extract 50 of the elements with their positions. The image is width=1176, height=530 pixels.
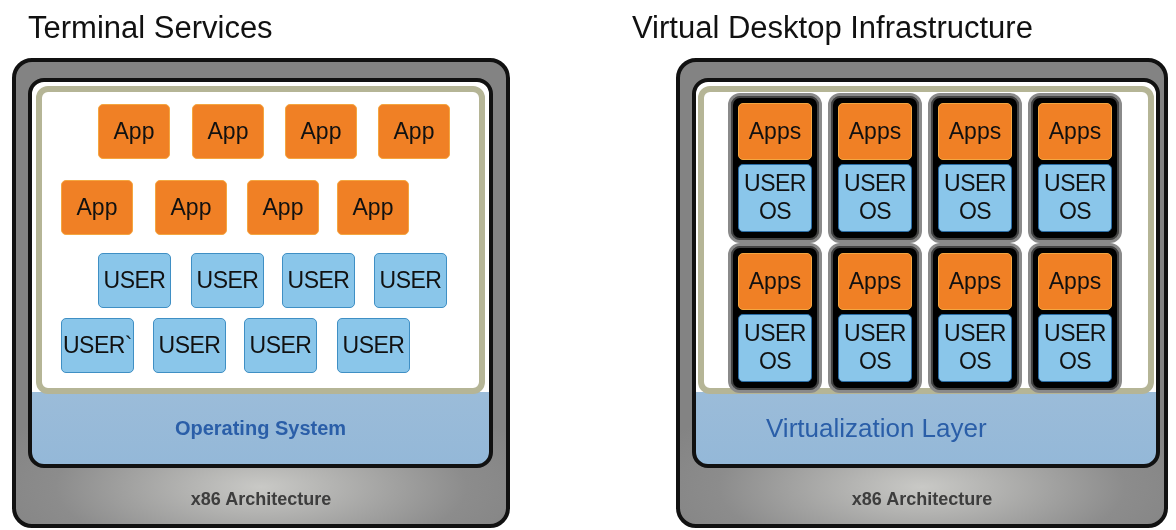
panel-title: Virtual Desktop Infrastructure bbox=[632, 10, 1033, 46]
layer-label: Virtualization Layer bbox=[765, 412, 988, 445]
apps-tile: Apps bbox=[738, 253, 812, 310]
virtual-machine-frame bbox=[828, 93, 922, 243]
user-tile: USER bbox=[191, 253, 264, 308]
app-tile: App bbox=[247, 180, 319, 235]
app-tile: App bbox=[285, 104, 357, 159]
user-os-tile: USER OS bbox=[738, 314, 812, 382]
virtual-machine-frame bbox=[728, 93, 822, 243]
apps-tile: Apps bbox=[1038, 253, 1112, 310]
apps-tile: Apps bbox=[838, 253, 912, 310]
vm-area-panel bbox=[698, 86, 1154, 394]
user-tile: USER bbox=[282, 253, 355, 308]
app-tile: App bbox=[155, 180, 227, 235]
user-os-tile: USER OS bbox=[1038, 164, 1112, 232]
app-tile: App bbox=[98, 104, 170, 159]
user-os-tile: USER OS bbox=[938, 314, 1012, 382]
app-tile: App bbox=[337, 180, 409, 235]
user-os-tile: USER OS bbox=[1038, 314, 1112, 382]
app-tile: App bbox=[61, 180, 133, 235]
user-os-tile: USER OS bbox=[738, 164, 812, 232]
app-tile: App bbox=[192, 104, 264, 159]
apps-tile: Apps bbox=[938, 103, 1012, 160]
user-tile: USER bbox=[374, 253, 447, 308]
os-layer-panel bbox=[28, 78, 493, 468]
architecture-label: x86 Architecture bbox=[189, 489, 333, 510]
user-tile: USER bbox=[98, 253, 171, 308]
architecture-label: x86 Architecture bbox=[850, 489, 994, 510]
layer-label: Operating System bbox=[173, 416, 348, 441]
virtual-machine-frame bbox=[928, 243, 1022, 393]
virtual-machine-frame bbox=[928, 93, 1022, 243]
user-os-tile: USER OS bbox=[838, 164, 912, 232]
user-os-tile: USER OS bbox=[838, 314, 912, 382]
virtual-machine-frame bbox=[728, 243, 822, 393]
apps-tile: Apps bbox=[838, 103, 912, 160]
apps-tile: Apps bbox=[938, 253, 1012, 310]
user-tile: USER bbox=[337, 318, 410, 373]
virtual-machine-frame bbox=[1028, 93, 1122, 243]
panel-title: Terminal Services bbox=[28, 10, 273, 46]
app-area-panel bbox=[36, 86, 485, 394]
user-tile: USER bbox=[153, 318, 226, 373]
user-os-tile: USER OS bbox=[938, 164, 1012, 232]
user-tile: USER bbox=[244, 318, 317, 373]
virtualization-layer-panel bbox=[692, 78, 1160, 468]
app-tile: App bbox=[378, 104, 450, 159]
virtual-machine-frame bbox=[828, 243, 922, 393]
apps-tile: Apps bbox=[738, 103, 812, 160]
virtual-machine-frame bbox=[1028, 243, 1122, 393]
apps-tile: Apps bbox=[1038, 103, 1112, 160]
user-tile: USER` bbox=[61, 318, 134, 373]
